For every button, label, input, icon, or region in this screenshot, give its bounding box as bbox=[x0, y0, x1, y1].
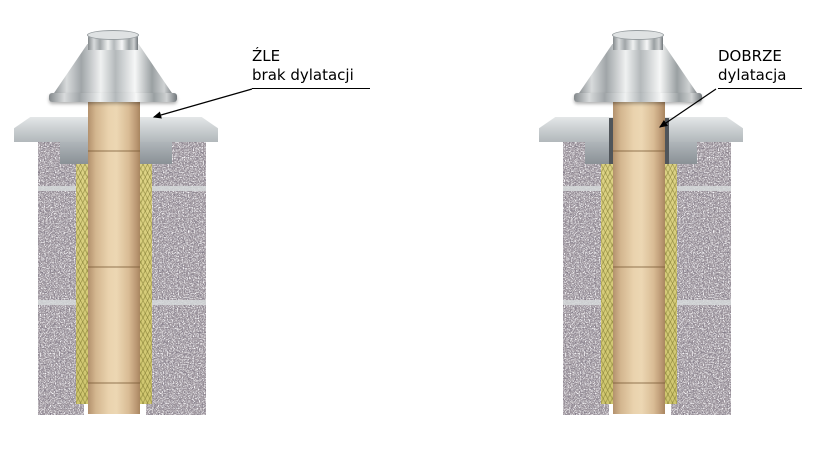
flue-pipe bbox=[88, 96, 140, 414]
steel-cap-cone bbox=[577, 44, 699, 96]
pipe-joint bbox=[613, 150, 665, 152]
label-wrong-title: ŹLE bbox=[252, 47, 281, 65]
steel-cap-rim bbox=[49, 93, 177, 102]
chimney-wrong-diagram bbox=[10, 0, 226, 455]
expansion-gap-left bbox=[609, 118, 613, 164]
label-wrong-subtitle: brak dylatacji bbox=[252, 66, 370, 89]
mortar-line bbox=[38, 300, 84, 305]
concrete-wall-right bbox=[146, 140, 206, 415]
mortar-line bbox=[146, 186, 206, 191]
pipe-joint bbox=[88, 382, 140, 384]
pipe-joint bbox=[613, 266, 665, 268]
pipe-joint bbox=[88, 266, 140, 268]
chimney-good-diagram bbox=[535, 0, 751, 455]
mortar-line bbox=[563, 300, 609, 305]
label-good-title: DOBRZE bbox=[718, 47, 782, 65]
concrete-wall-right bbox=[671, 140, 731, 415]
mortar-line bbox=[671, 186, 731, 191]
flue-pipe bbox=[613, 96, 665, 414]
expansion-gap-right bbox=[665, 118, 669, 164]
label-good: DOBRZE dylatacja bbox=[718, 47, 802, 89]
steel-cap-rim bbox=[574, 93, 702, 102]
label-wrong: ŹLE brak dylatacji bbox=[252, 47, 370, 89]
pipe-joint bbox=[88, 150, 140, 152]
steel-cap-cylinder bbox=[612, 30, 664, 50]
steel-cap-cylinder bbox=[87, 30, 139, 50]
mortar-line bbox=[38, 186, 84, 191]
mortar-line bbox=[146, 300, 206, 305]
label-good-subtitle: dylatacja bbox=[718, 66, 802, 89]
pipe-joint bbox=[613, 382, 665, 384]
steel-cap-cone bbox=[52, 44, 174, 96]
mortar-line bbox=[671, 300, 731, 305]
mortar-line bbox=[563, 186, 609, 191]
